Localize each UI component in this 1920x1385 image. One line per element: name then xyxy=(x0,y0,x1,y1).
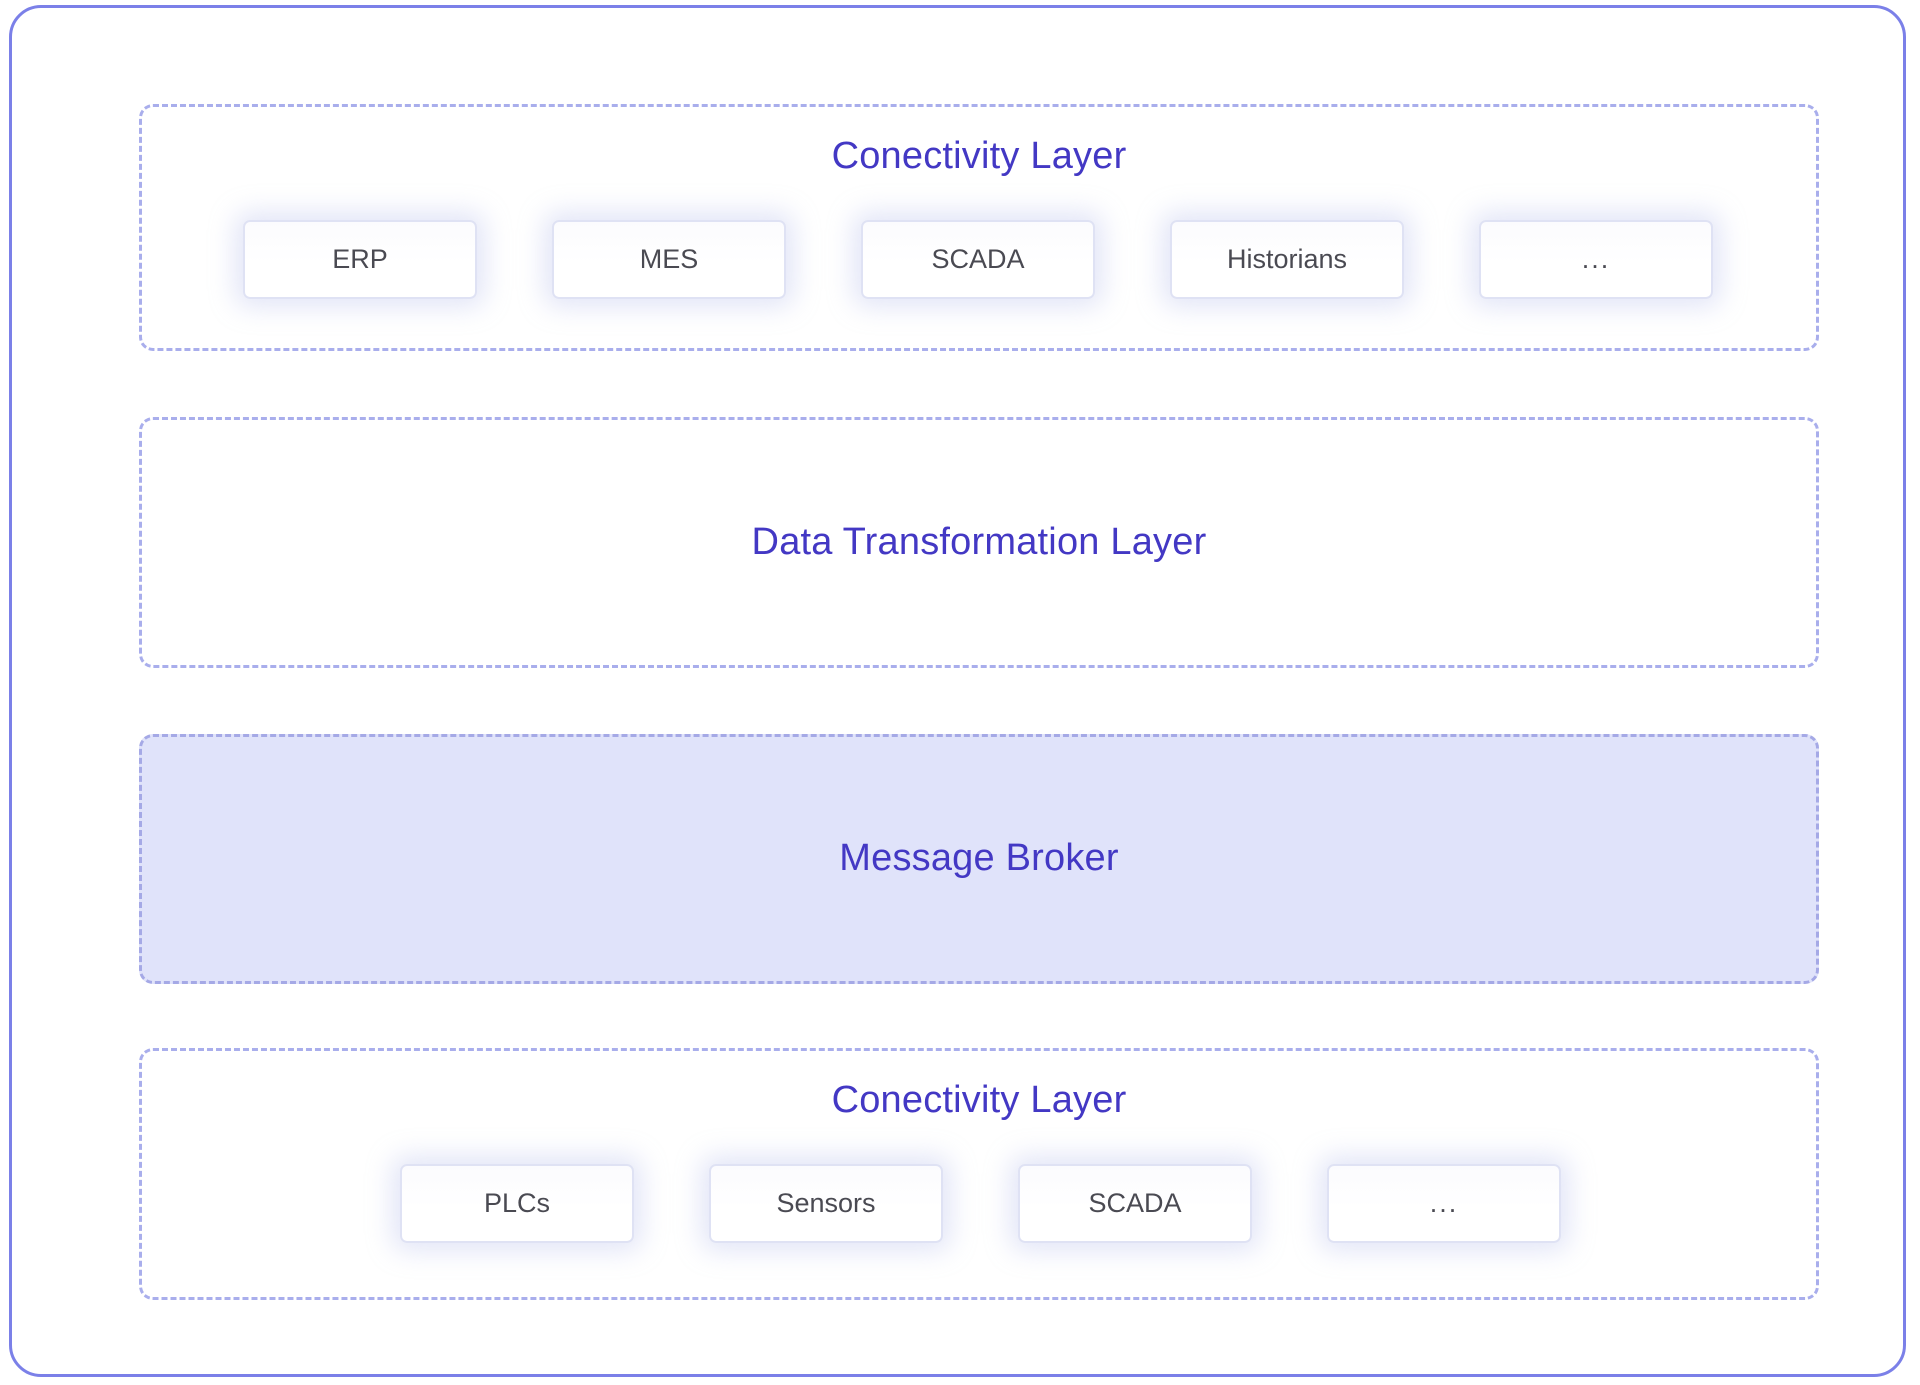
layer-connectivity-top-node-row: ERP MES SCADA Historians ... xyxy=(142,220,1917,299)
layer-connectivity-bottom-node-row: PLCs Sensors SCADA ... xyxy=(142,1164,1920,1243)
layer-connectivity-bottom-title: Conectivity Layer xyxy=(831,1079,1127,1121)
node-erp[interactable]: ERP xyxy=(243,220,477,299)
layer-connectivity-bottom[interactable]: Conectivity Layer PLCs Sensors SCADA ... xyxy=(139,1048,1819,1300)
layer-data-transformation[interactable]: Data Transformation Layer xyxy=(139,417,1819,668)
diagram-outer-frame: Conectivity Layer ERP MES SCADA Historia… xyxy=(9,5,1906,1377)
layer-connectivity-top-title: Conectivity Layer xyxy=(831,135,1127,177)
layer-connectivity-top[interactable]: Conectivity Layer ERP MES SCADA Historia… xyxy=(139,104,1819,351)
layer-data-transformation-title: Data Transformation Layer xyxy=(751,520,1207,563)
node-historians[interactable]: Historians xyxy=(1170,220,1404,299)
node-sensors[interactable]: Sensors xyxy=(709,1164,943,1243)
node-scada-bottom[interactable]: SCADA xyxy=(1018,1164,1252,1243)
layer-message-broker-title: Message Broker xyxy=(839,837,1119,880)
layer-message-broker[interactable]: Message Broker xyxy=(139,734,1819,984)
node-ellipsis-bottom[interactable]: ... xyxy=(1327,1164,1561,1243)
node-ellipsis-top[interactable]: ... xyxy=(1479,220,1713,299)
node-plcs[interactable]: PLCs xyxy=(400,1164,634,1243)
node-scada-top[interactable]: SCADA xyxy=(861,220,1095,299)
node-mes[interactable]: MES xyxy=(552,220,786,299)
